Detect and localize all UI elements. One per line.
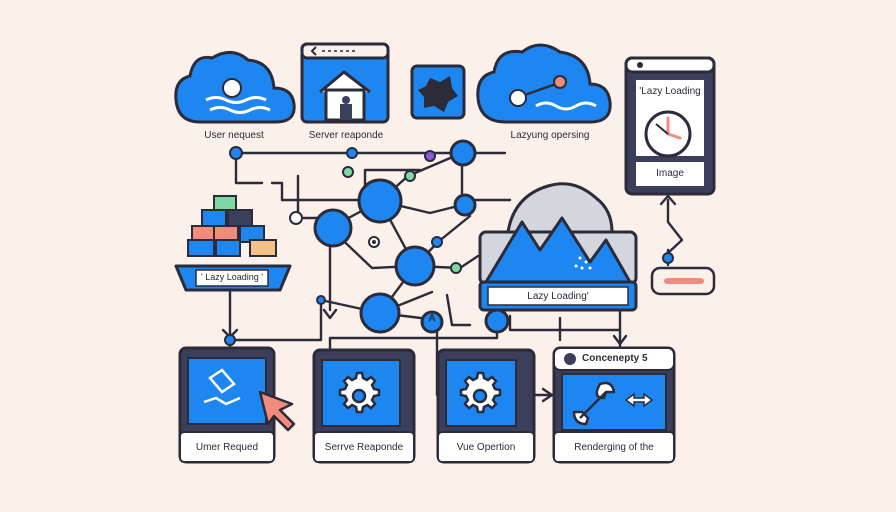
gear-icon xyxy=(459,371,502,414)
node-large-3 xyxy=(394,245,436,287)
network-dots xyxy=(224,146,462,346)
browser-server-response xyxy=(300,42,390,124)
network-nodes xyxy=(313,139,510,334)
tray-label: ' Lazy Loading ' xyxy=(201,272,263,282)
progress-pill xyxy=(650,252,716,296)
label-lazy-operation: Lazyung opersing xyxy=(510,130,590,141)
image-card xyxy=(624,56,716,196)
node-medium-3 xyxy=(484,308,510,334)
image-card-caption: Image xyxy=(656,168,684,179)
cloud-lazy-operation xyxy=(476,43,612,124)
gear-icon xyxy=(338,371,381,414)
cube-stack xyxy=(187,195,277,257)
arrowheads xyxy=(221,194,677,403)
node-large-1 xyxy=(357,178,403,224)
mountain-panel xyxy=(478,182,638,312)
cloud-user-request xyxy=(174,51,296,124)
label-server-response: Server reaponde xyxy=(308,130,384,141)
bottom-card-label-vue-operation: Vue Opertion xyxy=(456,442,516,453)
bottom-card-label-user-request: Umer Requed xyxy=(195,442,259,453)
node-large-2 xyxy=(313,208,353,248)
node-medium-4 xyxy=(420,310,444,334)
bottom-card-rendering xyxy=(552,346,676,464)
mountain-label: Lazy Loading' xyxy=(527,291,589,302)
node-medium-1 xyxy=(449,139,477,167)
badge-card xyxy=(410,64,466,120)
node-large-4 xyxy=(359,292,401,334)
label-user-request: User nequest xyxy=(204,130,264,141)
image-card-title: 'Lazy Loading xyxy=(639,86,701,97)
concept-title: Concenepty 5 xyxy=(582,353,648,364)
tray xyxy=(174,264,292,292)
bottom-card-user-request xyxy=(178,346,296,464)
node-medium-2 xyxy=(453,193,477,217)
bottom-card-label-rendering: Renderging of the xyxy=(574,442,654,453)
node-glyph: A xyxy=(428,313,436,324)
bottom-card-label-server-response: Serrve Reaponde xyxy=(324,442,404,453)
